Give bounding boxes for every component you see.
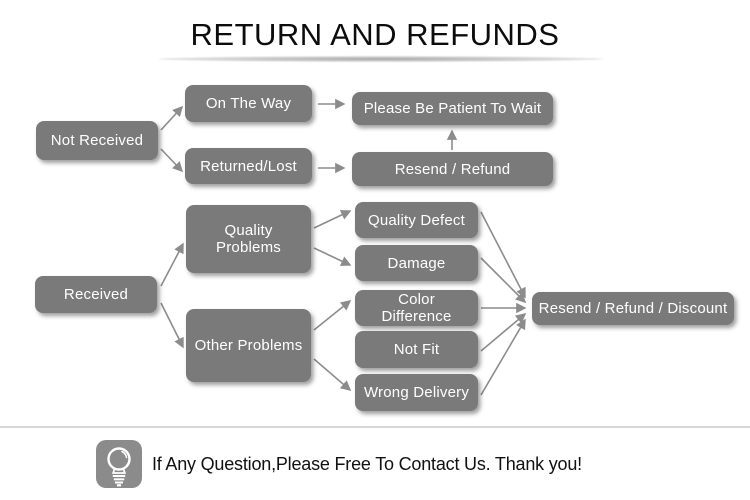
node-received: Received (35, 276, 157, 313)
title-underline (158, 56, 604, 62)
lightbulb-icon (96, 440, 142, 488)
node-wrong-delivery: Wrong Delivery (355, 374, 478, 411)
footer-divider (0, 426, 750, 428)
node-quality-problems: Quality Problems (186, 205, 311, 273)
node-damage: Damage (355, 245, 478, 281)
node-please-be-patient: Please Be Patient To Wait (352, 92, 553, 125)
arrow-other-problems-to-color-difference (313, 300, 352, 331)
arrow-received-to-other-problems (160, 302, 184, 349)
footer-message: If Any Question,Please Free To Contact U… (152, 454, 582, 474)
node-resend-refund-discount: Resend / Refund / Discount (532, 292, 734, 325)
arrow-quality-problems-to-damage (313, 247, 352, 266)
node-returned-lost: Returned/Lost (185, 148, 312, 184)
node-on-the-way: On The Way (185, 85, 312, 122)
arrow-not-received-to-returned-lost (160, 148, 184, 173)
page-title: RETURN AND REFUNDS (190, 17, 560, 52)
arrow-wrong-delivery-to-discount (480, 318, 526, 396)
arrow-other-problems-to-wrong-delivery (313, 358, 352, 392)
arrow-quality-defect-to-discount (480, 211, 526, 299)
node-resend-refund: Resend / Refund (352, 152, 553, 186)
arrow-quality-problems-to-quality-defect (313, 210, 352, 229)
flow-arrows (160, 98, 527, 396)
node-other-problems: Other Problems (186, 309, 311, 382)
arrow-damage-to-discount (480, 257, 527, 304)
node-not-received: Not Received (36, 121, 158, 160)
arrow-received-to-quality-problems (160, 242, 184, 287)
node-color-difference: Color Difference (355, 290, 478, 326)
node-quality-defect: Quality Defect (355, 202, 478, 238)
node-not-fit: Not Fit (355, 331, 478, 368)
arrow-not-received-to-on-the-way (160, 105, 184, 131)
